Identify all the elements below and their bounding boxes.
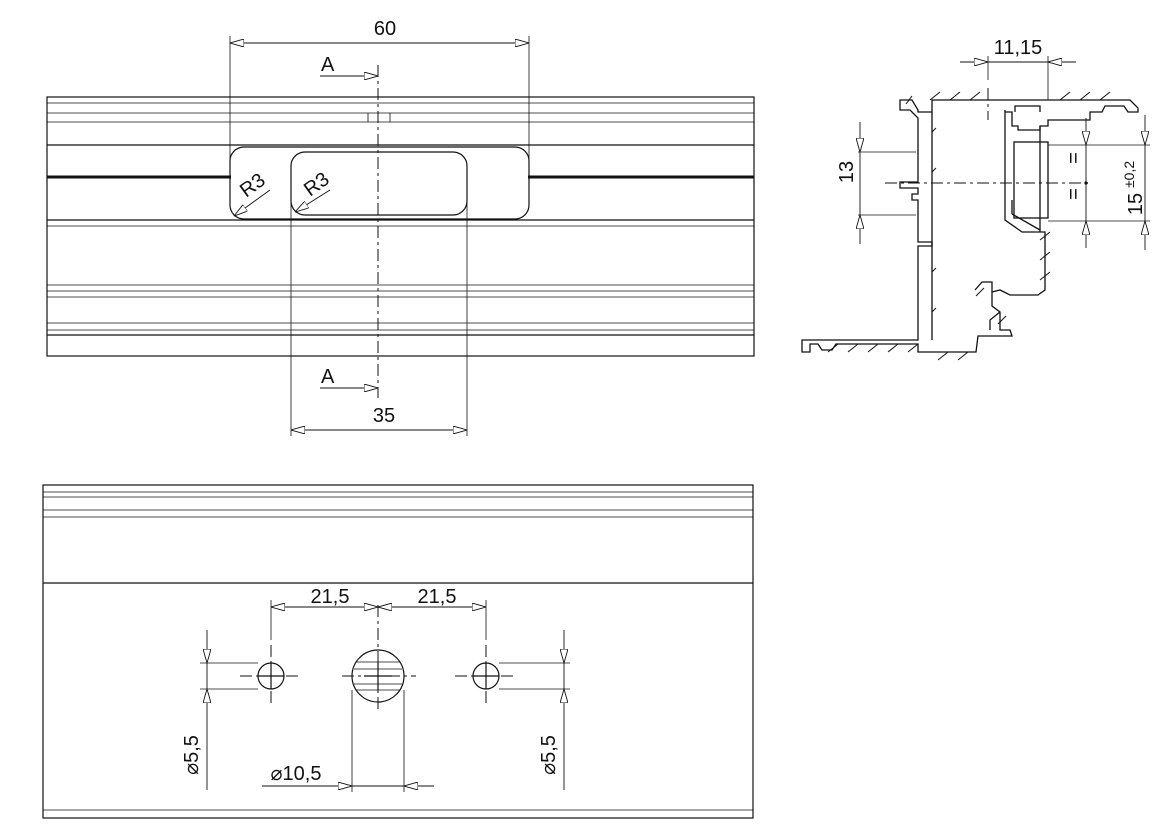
outer-slot bbox=[229, 146, 530, 220]
dim-label-13: 13 bbox=[836, 161, 858, 183]
top-view: 60 35 A A R3 R3 bbox=[46, 18, 755, 436]
section-view: 11,15 13 15 ±0,2 = = bbox=[801, 37, 1150, 361]
section-label-top: A bbox=[321, 54, 335, 76]
dim-label-5-5-left: ⌀5,5 bbox=[181, 735, 203, 775]
dim-label-10-5: ⌀10,5 bbox=[271, 763, 322, 785]
dim-label-35: 35 bbox=[373, 405, 395, 427]
r3-label-right: R3 bbox=[300, 168, 334, 201]
dim-label-21-5-left: 21,5 bbox=[311, 586, 350, 608]
section-hatching bbox=[827, 91, 1111, 361]
r3-label-left: R3 bbox=[236, 169, 270, 202]
r3-leader-left bbox=[234, 189, 271, 216]
hole-small-right bbox=[455, 645, 515, 705]
dim-label-15-group: 15 ±0,2 bbox=[1121, 161, 1147, 215]
dim-label-60: 60 bbox=[374, 18, 396, 40]
dim-label-15: 15 bbox=[1125, 193, 1147, 215]
bottom-view: 21,5 21,5 ⌀5,5 ⌀5,5 ⌀10,5 bbox=[42, 484, 754, 819]
inner-slot bbox=[290, 151, 468, 216]
profile-outline bbox=[801, 99, 1139, 353]
equal-mark-lower: = bbox=[1063, 188, 1085, 200]
r3-leader-right bbox=[295, 189, 331, 212]
hole-small-left bbox=[240, 645, 300, 705]
hole-large-center bbox=[342, 605, 416, 712]
dim-label-21-5-right: 21,5 bbox=[418, 586, 457, 608]
equal-mark-upper: = bbox=[1063, 152, 1085, 164]
dim-label-5-5-right: ⌀5,5 bbox=[538, 735, 560, 775]
bottom-rail-outline bbox=[42, 484, 754, 819]
dim-label-11-15: 11,15 bbox=[994, 37, 1043, 59]
top-rail-outline bbox=[46, 96, 755, 357]
section-label-bottom: A bbox=[321, 366, 335, 388]
dim-label-15-tolerance: ±0,2 bbox=[1121, 161, 1137, 188]
top-rail-lines bbox=[47, 102, 754, 336]
